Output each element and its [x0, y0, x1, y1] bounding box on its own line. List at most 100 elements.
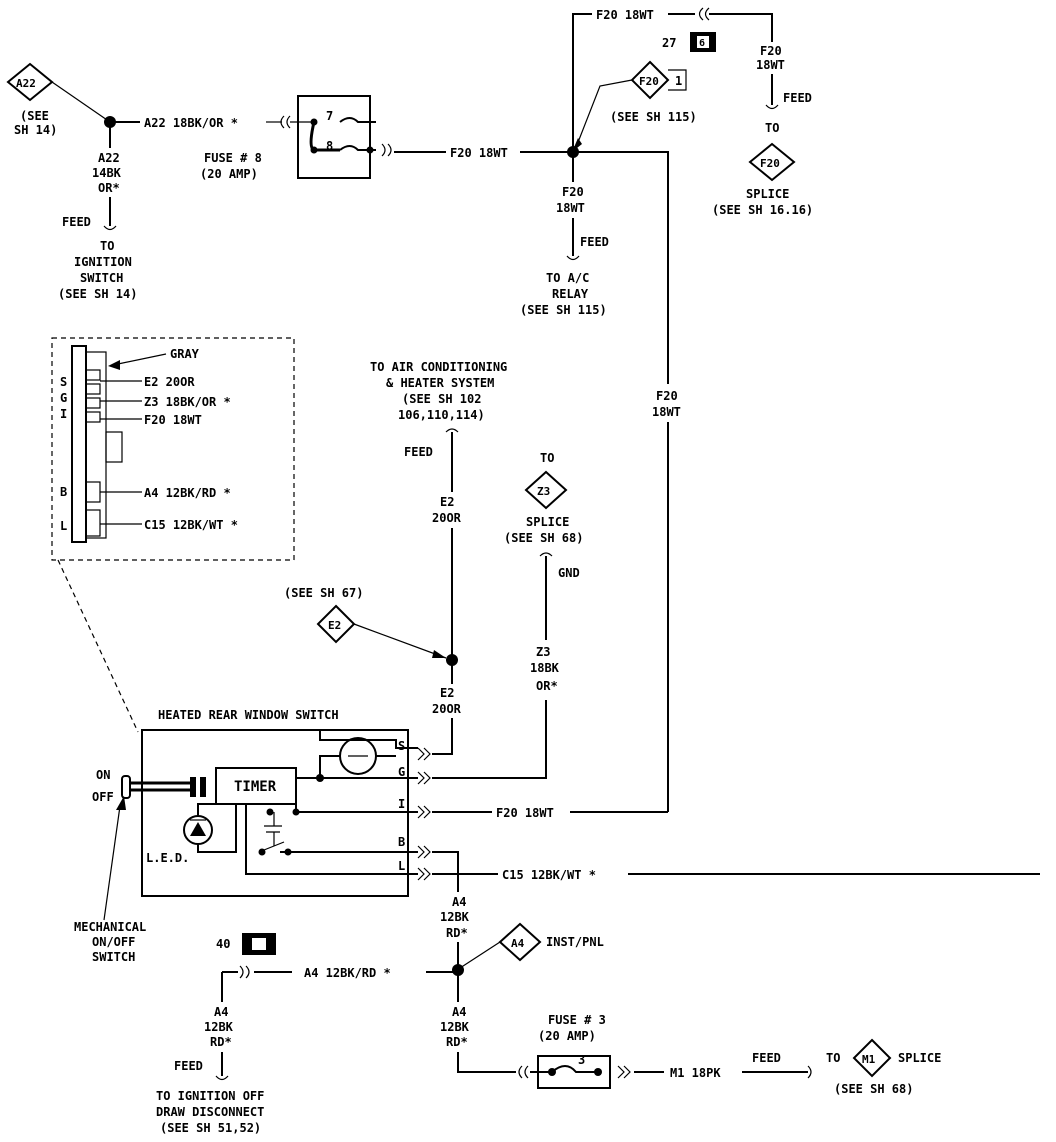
a22-wire-h-label: A22 18BK/OR *: [144, 116, 238, 130]
a4-wire-v-3: RD*: [446, 926, 468, 940]
arrow-icon: [116, 796, 126, 810]
bottom-section: A4 12BK RD* A4 INST/PNL 40 A4 12BK/RD * …: [156, 895, 941, 1135]
z3-wire-label-3: OR*: [536, 679, 558, 693]
fuse-8: 7 8 FUSE # 8 (20 AMP) F20 18WT: [200, 95, 669, 812]
fuse-8-link-top: [339, 117, 376, 123]
led-label: L.E.D.: [146, 851, 189, 865]
long-wire-label-2: 18WT: [652, 405, 681, 419]
a4-lower-v-1: A4: [452, 1005, 466, 1019]
air-cond-1: TO AIR CONDITIONING: [370, 360, 507, 374]
connector-cavity: [85, 383, 101, 395]
a22-section: A22 (SEE SH 14) A22 18BK/OR * A22 14BK O…: [6, 62, 291, 301]
e2-see: (SEE SH 67): [284, 586, 363, 600]
ac-to-1: TO A/C: [546, 271, 589, 285]
air-cond-3: (SEE SH 102: [402, 392, 481, 406]
sw-pin-b: B: [398, 835, 405, 849]
connector-symbol-icon: [239, 965, 250, 979]
f20-riser-wire: [572, 13, 592, 152]
m1-splice-label: SPLICE: [898, 1051, 941, 1065]
f20-ref-diamond-icon: [630, 60, 670, 100]
s-wire: [319, 730, 418, 749]
fuse-8-pin-bottom: 8: [326, 139, 333, 153]
to-ignition-2: IGNITION: [74, 255, 132, 269]
contact-icon: [263, 841, 285, 851]
junction-dot: [266, 808, 274, 816]
feed-left-label: FEED: [174, 1059, 203, 1073]
ign-off-3: (SEE SH 51,52): [160, 1121, 261, 1135]
feed-end-icon: [445, 428, 459, 433]
a22-see-2: SH 14): [14, 123, 57, 137]
a4-out: [432, 851, 459, 892]
z3-wire-2: [432, 700, 547, 779]
sw-pin-s: S: [398, 739, 405, 753]
sw-pin-i: I: [398, 797, 405, 811]
sw-pin-g: G: [398, 765, 405, 779]
cv-wire-a4: A4 12BK/RD *: [144, 486, 231, 500]
switch-on: ON: [96, 768, 110, 782]
ac-to-2: RELAY: [552, 287, 589, 301]
long-wire-label-1: F20: [656, 389, 678, 403]
switch-knob[interactable]: [121, 775, 131, 799]
z3-wire-label-2: 18BK: [530, 661, 560, 675]
led-feed: [197, 803, 216, 816]
connector-symbol-icon: [381, 143, 392, 157]
connector-body: [71, 345, 87, 543]
switch-section: HEATED REAR WINDOW SWITCH ON OFF MECHANI…: [74, 708, 1040, 964]
junction-dot: [258, 848, 266, 856]
fuse-8-label-2: (20 AMP): [200, 167, 258, 181]
splice-f20-ref: (SEE SH 16.16): [712, 203, 813, 217]
e2-leader: [353, 623, 447, 659]
junction-dot: [292, 808, 300, 816]
e2-wire-down-label-2: 20OR: [432, 702, 462, 716]
a4-leader: [459, 941, 501, 969]
cv-pin-b: B: [60, 485, 67, 499]
fuse-8-out-wire: F20 18WT: [450, 146, 508, 160]
air-cond-2: & HEATER SYSTEM: [386, 376, 494, 390]
gray-leader: [117, 353, 167, 365]
a22-feed-label: FEED: [62, 215, 91, 229]
fuse-8-terminal: [366, 146, 374, 154]
junction-dot: [284, 848, 292, 856]
long-wire-label-bg: [652, 384, 686, 422]
sw-pin-l: L: [398, 859, 405, 873]
a4-diamond-icon: [498, 922, 542, 962]
connector-cavity: [85, 509, 101, 537]
fuse-8-link-bottom: [339, 145, 376, 151]
switch-f20-wire: F20 18WT: [496, 806, 554, 820]
connector-symbol-icon: [617, 1065, 631, 1079]
fuse-8-terminal: [310, 118, 318, 126]
connector-40-pin-box: [252, 938, 266, 950]
ac-feed-label: FEED: [580, 235, 609, 249]
connector-symbol-icon: [417, 747, 431, 761]
ac-to-3: (SEE SH 115): [520, 303, 607, 317]
fuse-8-pin-top: 7: [326, 109, 333, 123]
fuse-3-terminal: [548, 1068, 556, 1076]
fuse-3-label-2: (20 AMP): [538, 1029, 596, 1043]
f20-ref-leader: [574, 79, 633, 151]
a4-wire-v-1: A4: [452, 895, 466, 909]
fuse-3-terminal: [594, 1068, 602, 1076]
a22-diamond-label: A22: [16, 77, 36, 90]
switch-actuator: [200, 777, 206, 797]
arrow-icon: [108, 360, 120, 370]
f20-ref-pin-box: [668, 69, 687, 91]
connector-cavity: [85, 397, 101, 409]
l-wire: [245, 804, 418, 875]
f20-right-wire-label-1: F20: [760, 44, 782, 58]
feed-end-icon: [566, 255, 580, 261]
connector-cavity: [85, 411, 101, 423]
m1-to-label: TO: [826, 1051, 840, 1065]
fuse-3-pin: 3: [578, 1053, 585, 1067]
z3-splice-1: SPLICE: [526, 515, 569, 529]
cv-pin-i: I: [60, 407, 67, 421]
feed-right-label: FEED: [783, 91, 812, 105]
gnd-label: GND: [558, 566, 580, 580]
connector-symbol-icon: [280, 115, 291, 129]
switch-off: OFF: [92, 790, 114, 804]
mech-3: SWITCH: [92, 950, 135, 964]
switch-shaft: [130, 781, 190, 792]
mech-2: ON/OFF: [92, 935, 135, 949]
f20-ref-diamond-label: F20: [639, 75, 659, 88]
feed-end-icon: [765, 104, 779, 110]
timer-label: TIMER: [234, 779, 277, 795]
